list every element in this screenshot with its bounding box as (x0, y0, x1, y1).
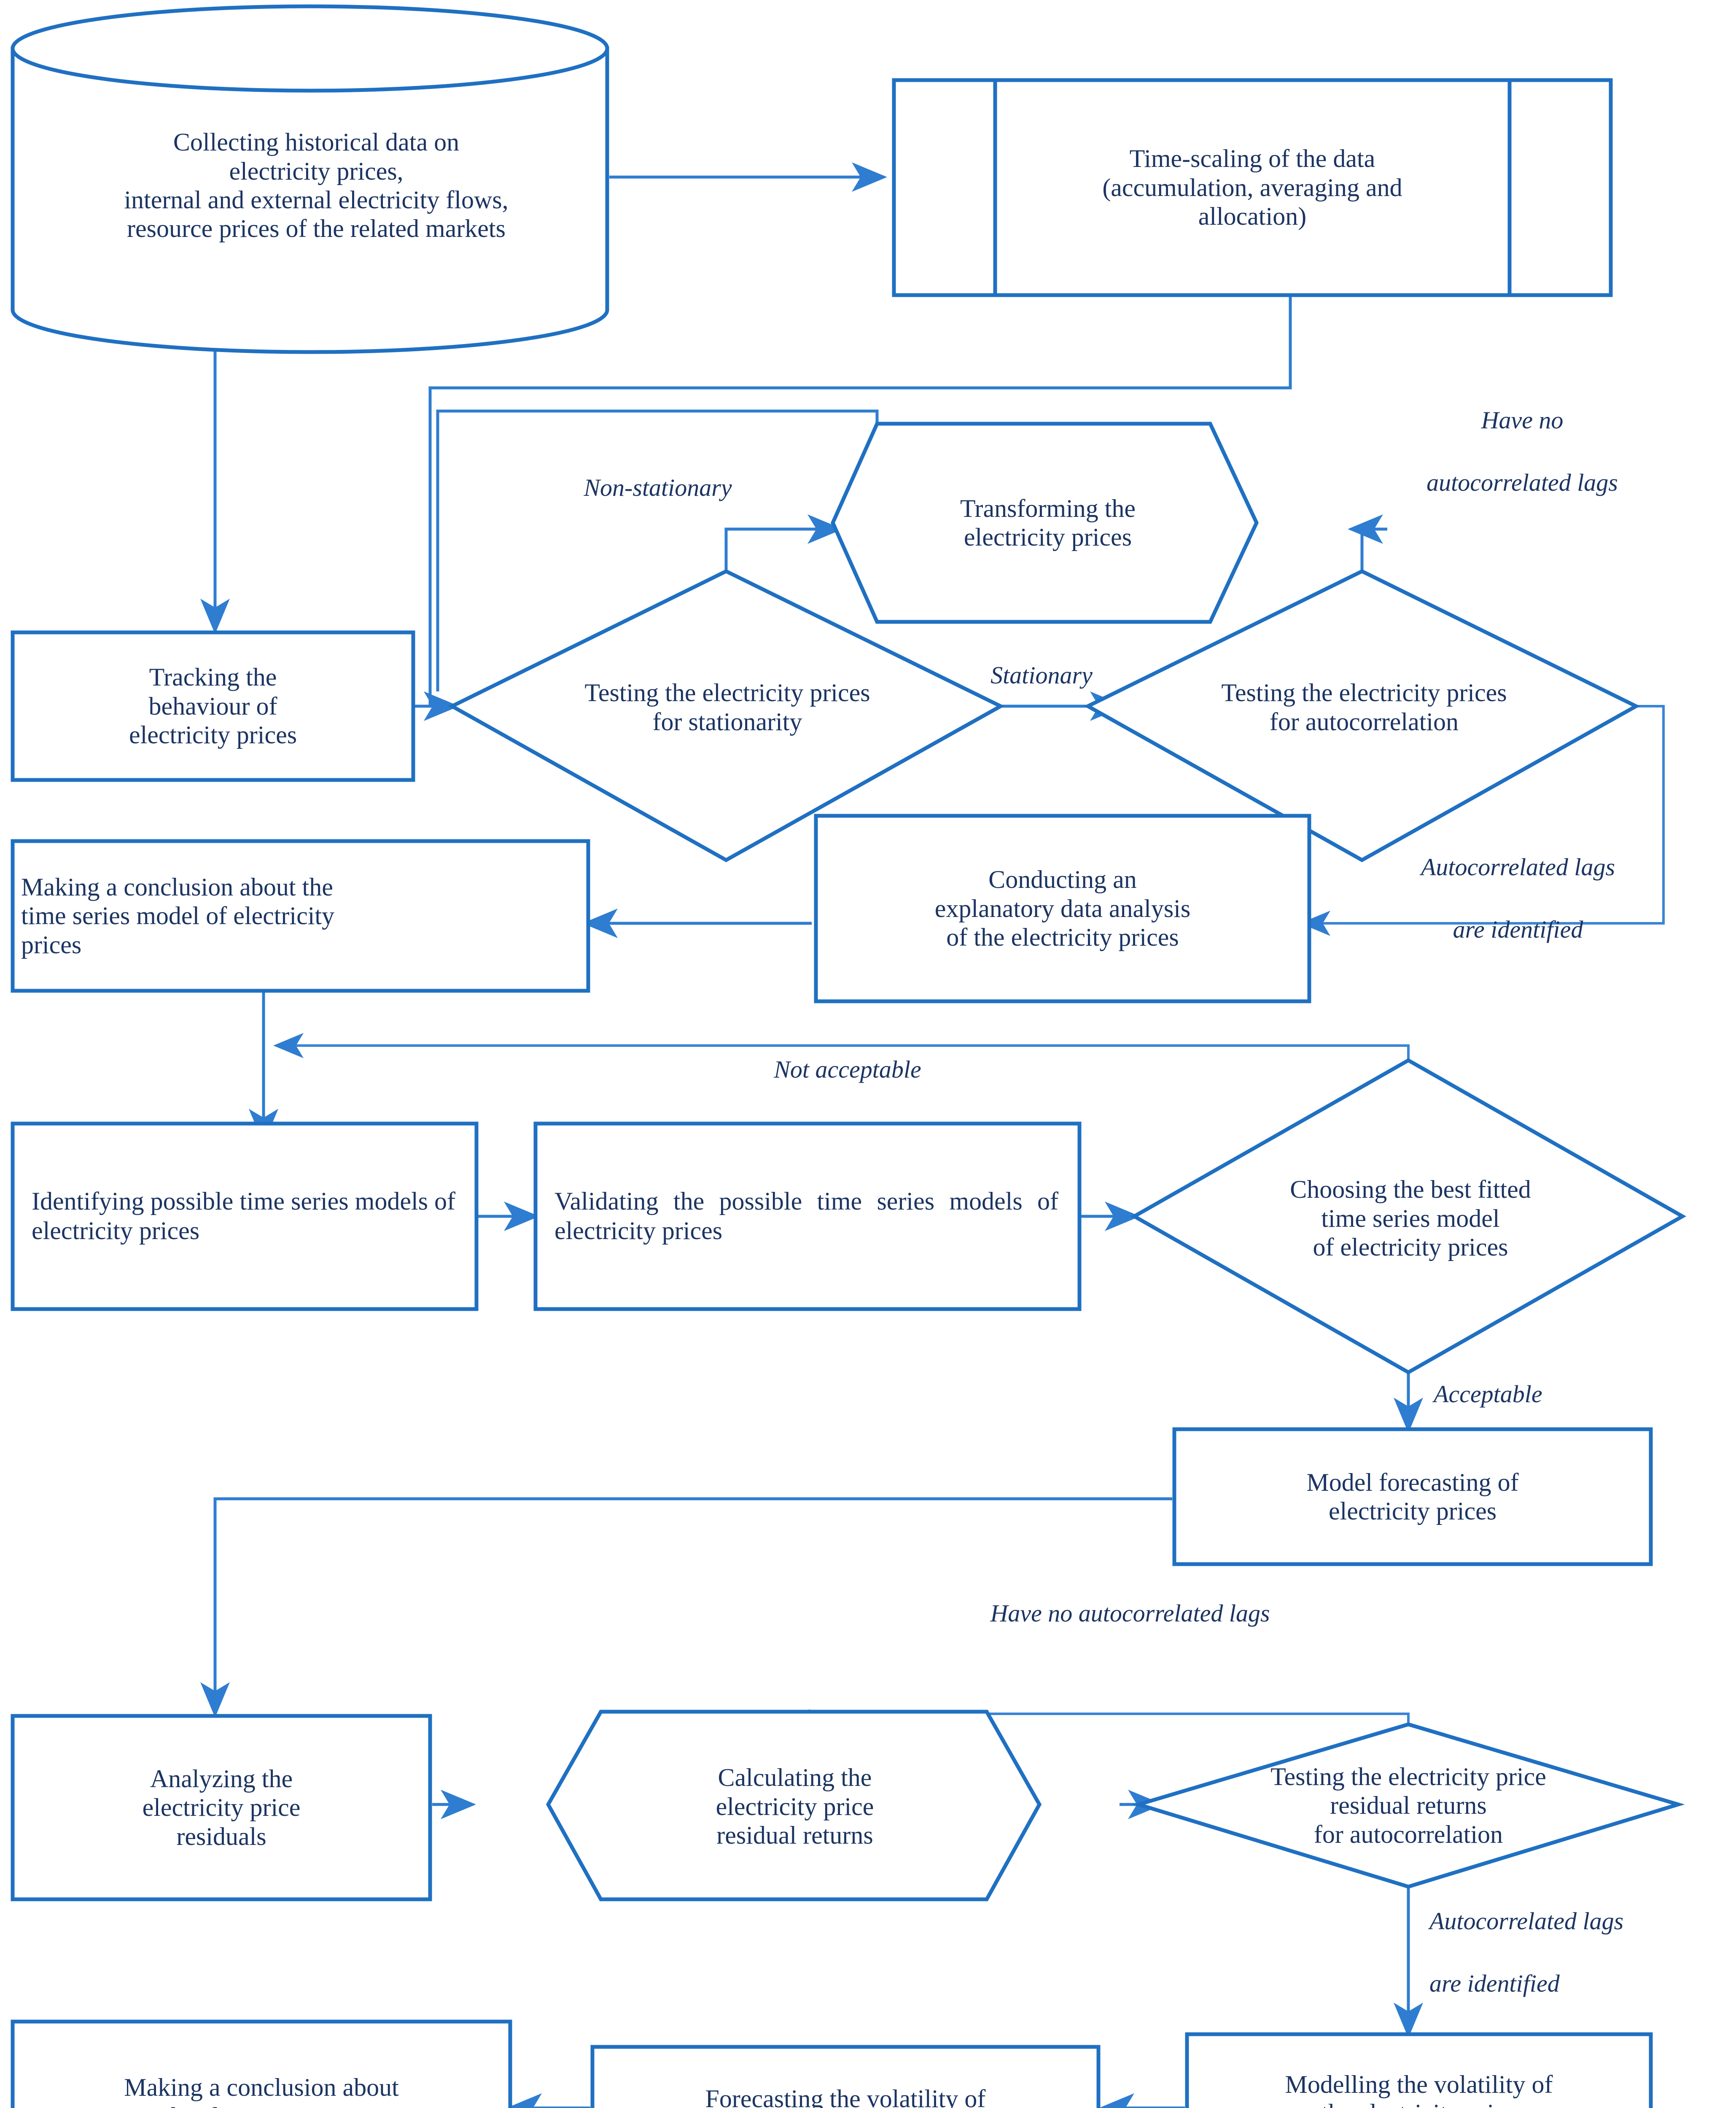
node-test-stationarity[interactable] (448, 569, 1005, 863)
node-tracking-behaviour[interactable] (11, 630, 415, 782)
node-validating-models-label: Validating the possible time series mode… (554, 1187, 1058, 1245)
edge-label-autocorrelated-lags-identified: Autocorrelated lags are identified (1421, 853, 1615, 944)
node-identifying-models-label: Identifying possible time series models … (32, 1187, 455, 1245)
node-forecasting-volatility[interactable] (590, 2045, 1101, 2108)
edge-label-autocorrelated-lags-identified-2: Autocorrelated lags are identified (1429, 1907, 1624, 1998)
node-test-autocorrelation[interactable] (1084, 569, 1640, 863)
edge-label-have-no-autocorrelated-lags: Have no autocorrelated lags (1426, 406, 1618, 497)
node-test-residual-autocorr[interactable] (1132, 1722, 1685, 1889)
node-identifying-models[interactable] (11, 1121, 479, 1311)
node-time-scaling[interactable] (892, 78, 1613, 297)
edge-label-acceptable: Acceptable (1434, 1380, 1542, 1408)
node-collect-data[interactable] (11, 4, 609, 354)
edge-nonstationary-to-transforming (724, 514, 843, 571)
node-validating-models[interactable] (533, 1121, 1082, 1311)
node-modelling-volatility[interactable] (1185, 2032, 1653, 2108)
node-model-forecasting[interactable] (1172, 1427, 1653, 1566)
node-transforming-prices[interactable] (831, 422, 1259, 624)
node-choosing-best-model[interactable] (1130, 1058, 1687, 1375)
edge-label-not-acceptable: Not acceptable (774, 1056, 921, 1083)
edge-haveno-seg (1360, 527, 1379, 571)
edge-timescaling-to-stationarity-seg (428, 295, 1292, 706)
edge-label-non-stationary: Non-stationary (584, 474, 732, 501)
node-conclusion-behaviour[interactable] (11, 2019, 512, 2108)
edge-transforming-back-to-stationarity (436, 409, 879, 691)
node-conclusion-model[interactable] (11, 839, 590, 993)
edge-forecasting-to-analyzing (200, 1497, 1172, 1718)
node-calculating-returns[interactable] (546, 1710, 1042, 1901)
node-conducting-eda[interactable] (814, 814, 1311, 1003)
node-validating-models-wrap: Validating the possible time series mode… (554, 1124, 1058, 1309)
edge-label-have-no-autocorrelated-lags-2: Have no autocorrelated lags (990, 1600, 1270, 1627)
edge-label-stationary: Stationary (990, 661, 1093, 689)
node-identifying-models-wrap: Identifying possible time series models … (32, 1124, 455, 1309)
node-analyzing-residuals[interactable] (11, 1714, 432, 1901)
